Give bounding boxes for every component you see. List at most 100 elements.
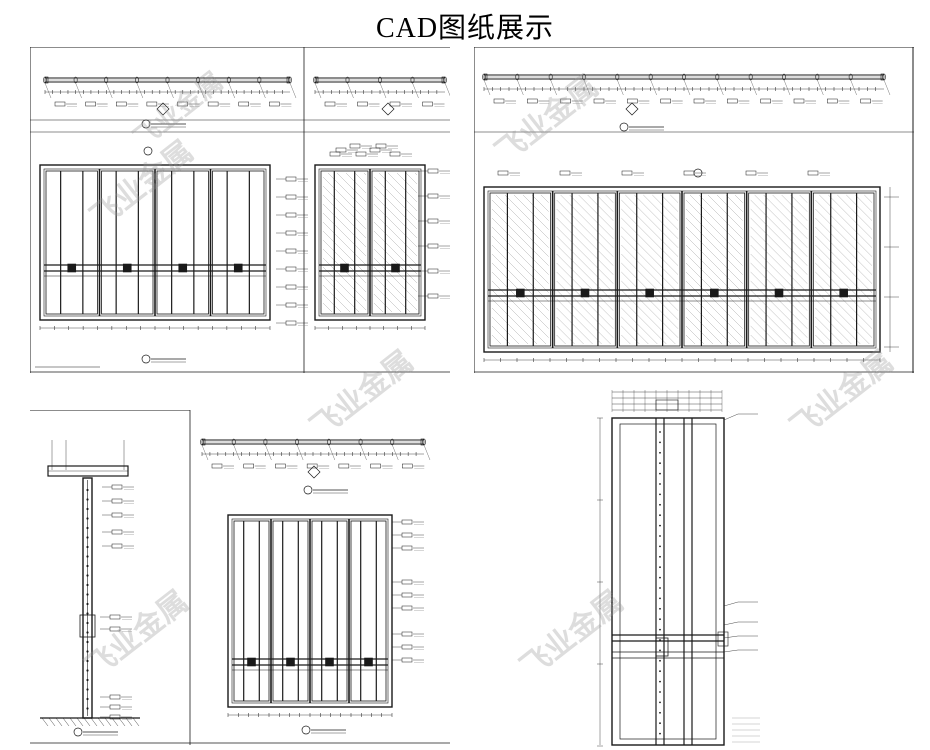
- leaf-frame: [371, 170, 420, 315]
- leader-tag: [527, 98, 538, 104]
- leaf-inner: [619, 423, 717, 740]
- cad-section-drawing: [30, 410, 450, 745]
- cad-drawing-bottom-left: [30, 410, 450, 745]
- cad-line: [289, 82, 297, 99]
- hatch-line: [815, 217, 873, 275]
- hatch-line: [491, 289, 547, 345]
- hatch-line: [491, 235, 549, 293]
- leader-tag: [401, 605, 413, 611]
- hatch-line: [815, 298, 861, 345]
- cad-line: [412, 82, 419, 99]
- hatch-line: [556, 316, 584, 345]
- leaf-frame: [45, 170, 98, 315]
- fixing-point: [86, 574, 89, 577]
- hatch-line: [716, 194, 743, 221]
- leader-tag: [285, 284, 297, 290]
- fixing-point: [659, 587, 661, 589]
- hatch-line: [815, 253, 873, 311]
- fixing-point: [86, 526, 89, 530]
- hatch-line: [495, 194, 549, 248]
- fixing-point: [86, 612, 89, 615]
- hatch-line: [685, 217, 743, 275]
- cad-line: [41, 717, 49, 727]
- cad-line: [55, 717, 63, 727]
- hatch-line: [556, 217, 614, 275]
- cad-line: [328, 444, 335, 461]
- hatch-line: [322, 230, 367, 275]
- hatch-line: [625, 194, 679, 248]
- hatch-line: [373, 293, 393, 313]
- hatch-line: [373, 203, 418, 248]
- fixing-point: [86, 602, 89, 606]
- detail-box: [717, 631, 729, 647]
- hatch-line: [772, 194, 808, 230]
- hatch-line: [322, 185, 367, 230]
- cad-line: [75, 82, 82, 99]
- cad-line: [90, 717, 98, 727]
- hatch-line: [621, 253, 679, 311]
- hatch-line: [689, 194, 743, 248]
- cad-drawing-top-right: [474, 47, 914, 373]
- leader-tag: [338, 463, 350, 469]
- hatch-line: [531, 194, 549, 212]
- hatch-line: [322, 203, 367, 248]
- fixing-point: [86, 697, 89, 701]
- dimension-box: [655, 399, 679, 411]
- fixing-point: [659, 722, 661, 725]
- cad-line: [136, 82, 144, 99]
- cad-line: [817, 79, 824, 96]
- fixing-point: [659, 483, 661, 485]
- fixing-point: [659, 618, 661, 621]
- fixing-point: [659, 711, 661, 714]
- hatch-line: [373, 176, 418, 221]
- hatch-line: [373, 284, 402, 313]
- leader-tag: [146, 101, 158, 107]
- cad-line: [444, 82, 450, 96]
- hatch-line: [685, 316, 714, 345]
- fixing-point: [86, 583, 89, 587]
- cad-line: [111, 717, 119, 727]
- anchor-bolt: [615, 73, 620, 81]
- hatch-line: [560, 194, 614, 248]
- fixing-point: [659, 670, 661, 673]
- leaf-frame: [320, 170, 369, 315]
- anchor-bolt: [263, 438, 268, 446]
- door-handle: [67, 263, 77, 273]
- leader-tag: [493, 98, 505, 104]
- hatch-line: [396, 172, 418, 194]
- leader-tag: [793, 98, 805, 104]
- hatch-line: [621, 199, 679, 257]
- cad-drawing-top-left: [30, 47, 450, 373]
- frame-outer: [483, 186, 881, 353]
- hatch-line: [556, 235, 614, 293]
- cad-line: [201, 444, 209, 461]
- anchor-bolt: [715, 73, 720, 81]
- fixing-point: [86, 640, 89, 644]
- leader-tag: [109, 614, 121, 620]
- hatch-line: [790, 194, 808, 212]
- fixing-point: [659, 524, 661, 527]
- cad-line: [392, 444, 399, 461]
- hatch-line: [556, 334, 566, 345]
- hatch-line: [661, 194, 679, 212]
- hatch-line: [336, 172, 367, 203]
- cad-line: [750, 79, 757, 96]
- hatch-line: [750, 334, 760, 345]
- section-mark: [73, 727, 83, 737]
- hatch-line: [373, 194, 418, 239]
- hatch-line: [363, 172, 367, 176]
- leader-tag: [269, 101, 280, 107]
- hatch-line: [322, 293, 342, 313]
- cad-elevation-drawing: [474, 47, 914, 373]
- hatch-line: [504, 194, 549, 239]
- cad-line: [76, 717, 84, 727]
- leader-tag: [111, 512, 123, 518]
- fixing-point: [86, 507, 89, 511]
- leader-tag: [401, 545, 413, 551]
- leader-tag: [401, 592, 413, 598]
- fixing-point: [86, 650, 89, 653]
- fixing-point: [86, 536, 89, 539]
- leaf-frame: [683, 192, 746, 347]
- leader-tag: [109, 694, 121, 700]
- cad-line: [314, 82, 322, 99]
